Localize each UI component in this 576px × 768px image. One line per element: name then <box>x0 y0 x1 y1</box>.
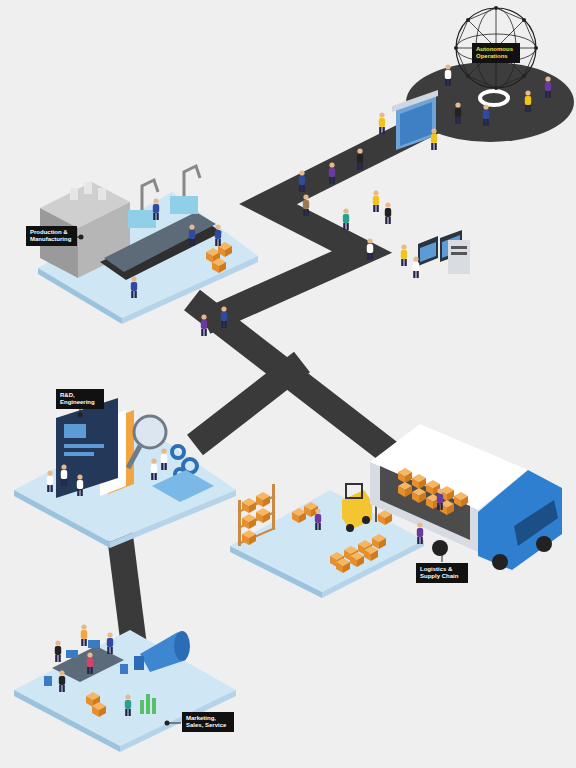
label-box: Autonomous Operations <box>472 43 520 63</box>
platform-side <box>322 540 424 598</box>
megaphone <box>134 631 190 672</box>
platform-side <box>230 546 322 598</box>
label-text: Logistics & Supply Chain <box>420 566 464 580</box>
bar-chart <box>140 694 156 714</box>
magnifier <box>128 416 166 468</box>
label-text: Autonomous Operations <box>476 46 516 60</box>
platform-side <box>120 690 236 752</box>
label-text: R&D, Engineering <box>60 392 100 406</box>
leader-dot <box>78 235 445 726</box>
label-text: Production & Manufacturing <box>30 229 73 243</box>
truck <box>370 424 562 570</box>
people <box>47 64 551 716</box>
ring <box>480 91 508 105</box>
label-box: Production & Manufacturing <box>26 226 77 246</box>
label-box: Marketing, Sales, Service <box>182 712 234 732</box>
platform-side <box>110 490 236 548</box>
platform <box>14 630 236 746</box>
label-box: R&D, Engineering <box>56 389 104 409</box>
platform-side <box>14 490 110 548</box>
globe-nodes <box>454 6 538 90</box>
leader-line <box>72 237 442 723</box>
label-box: Logistics & Supply Chain <box>416 563 468 583</box>
blueprint <box>152 470 214 502</box>
globe <box>456 8 536 88</box>
road <box>192 300 420 476</box>
conveyor <box>100 166 222 280</box>
desk <box>44 640 128 686</box>
platform-side <box>14 690 120 752</box>
label-text: Marketing, Sales, Service <box>186 715 230 729</box>
shelf <box>238 484 275 546</box>
road <box>195 362 302 445</box>
screens <box>56 398 134 498</box>
road <box>205 112 452 322</box>
gate-screen <box>400 102 432 146</box>
monitors <box>418 230 470 274</box>
